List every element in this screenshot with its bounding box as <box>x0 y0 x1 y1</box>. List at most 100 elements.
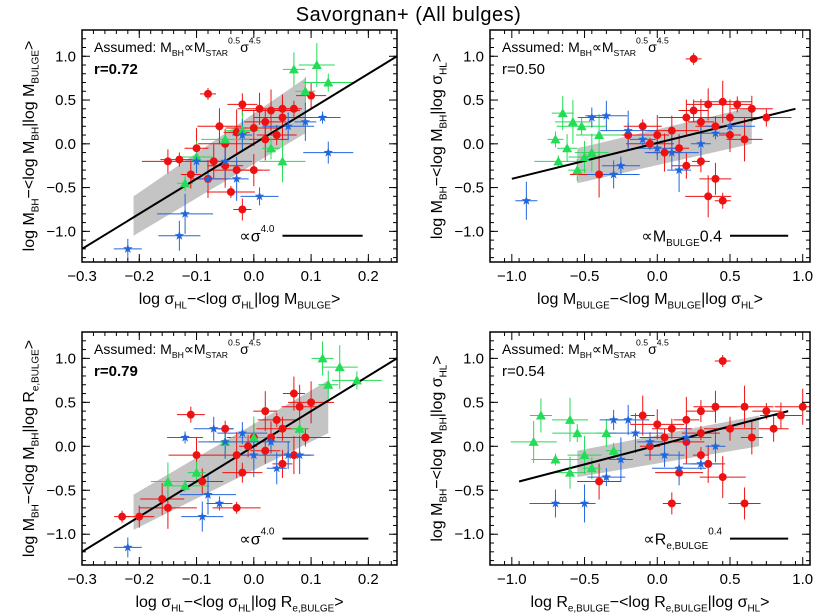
data-point-circle <box>718 473 727 482</box>
data-point-star <box>300 116 311 126</box>
data-point-circle <box>675 144 684 153</box>
data-point-triangle <box>586 463 597 473</box>
data-point-triangle <box>323 379 334 389</box>
x-tick-label: 0.1 <box>301 571 322 588</box>
data-point-circle <box>595 170 604 179</box>
data-point-star <box>667 147 677 157</box>
data-point-circle <box>118 512 127 521</box>
data-point-circle <box>261 407 270 416</box>
data-point-circle <box>718 97 727 106</box>
data-point-triangle <box>535 410 546 420</box>
data-point-circle <box>255 104 264 113</box>
data-point-circle <box>696 117 705 126</box>
data-point-star <box>587 112 597 122</box>
data-point-circle <box>204 89 212 98</box>
slope-label: ∝σ4.0 <box>239 224 275 246</box>
data-point-triangle <box>579 450 590 460</box>
y-tick-label: −0.5 <box>46 482 76 499</box>
data-point-circle <box>704 459 713 468</box>
x-tick-label: −0.2 <box>124 571 154 588</box>
data-point-circle <box>278 424 287 433</box>
data-point-circle <box>267 106 275 115</box>
data-point-circle <box>272 131 281 140</box>
data-point-circle <box>163 503 172 512</box>
data-point-circle <box>726 424 734 433</box>
correlation-label: r=0.79 <box>94 363 138 380</box>
data-point-circle <box>221 424 230 433</box>
confidence-band <box>133 78 306 236</box>
data-point-star <box>710 441 721 451</box>
data-point-circle <box>733 100 742 109</box>
data-point-triangle <box>576 121 587 131</box>
data-point-circle <box>667 499 676 508</box>
y-tick-label: 1.0 <box>463 350 484 367</box>
data-point-circle <box>667 126 676 135</box>
y-tick-label: −0.5 <box>454 482 484 499</box>
data-point-star <box>696 138 706 148</box>
data-point-circle <box>638 122 647 131</box>
x-tick-label: 0.5 <box>720 268 741 285</box>
data-point-circle <box>261 117 270 126</box>
data-point-circle <box>769 424 778 433</box>
y-tick-label: 0.5 <box>55 92 76 109</box>
data-point-circle <box>689 54 698 63</box>
y-axis-label-group: log MBH​−<log MBH​|log MBULGE​> <box>21 41 41 252</box>
data-point-triangle <box>180 480 191 490</box>
y-axis-label: log MBH​−<log MBH​|log σHL​> <box>429 355 449 541</box>
data-point-star <box>123 542 133 552</box>
data-point-circle <box>740 402 749 411</box>
x-tick-label: 0.2 <box>358 571 379 588</box>
data-point-circle <box>653 420 662 429</box>
data-point-circle <box>711 122 720 131</box>
data-point-triangle <box>248 432 259 442</box>
x-tick-label: 0.0 <box>647 571 668 588</box>
y-tick-label: 1.0 <box>55 350 76 367</box>
data-point-circle <box>232 451 241 460</box>
assumed-relation-label: Assumed: MBH​∝MSTAR​0.5​σ4.5 <box>94 337 261 360</box>
y-tick-label: 1.0 <box>463 48 484 65</box>
data-point-triangle <box>162 476 173 486</box>
data-point-star <box>214 498 225 508</box>
plot-area <box>82 43 397 259</box>
data-point-circle <box>186 410 195 419</box>
data-point-circle <box>261 135 270 144</box>
data-point-triangle <box>565 467 575 477</box>
x-tick-label: −0.2 <box>124 268 154 285</box>
data-point-triangle <box>237 125 248 135</box>
data-point-circle <box>660 148 669 157</box>
data-point-star <box>209 423 219 433</box>
data-point-circle <box>192 144 201 153</box>
data-point-triangle <box>572 428 583 438</box>
correlation-label: r=0.50 <box>502 61 545 78</box>
data-point-triangle <box>300 86 311 96</box>
data-point-circle <box>740 499 749 508</box>
data-point-star <box>623 414 633 424</box>
data-point-circle <box>762 113 771 122</box>
data-point-circle <box>226 187 235 196</box>
data-point-star <box>630 428 641 438</box>
y-axis-label-group: log MBH​−<log MBH​|log Re,BULGE​> <box>21 340 41 557</box>
data-point-circle <box>660 433 669 442</box>
x-axis-label: log MBULGE​−<log MBULGE​|log σHL​> <box>537 291 763 311</box>
data-point-star <box>674 165 684 175</box>
data-point-star <box>616 454 626 464</box>
data-point-circle <box>704 100 713 109</box>
x-tick-label: −0.1 <box>182 268 212 285</box>
data-point-circle <box>238 205 247 214</box>
data-point-triangle <box>191 467 202 477</box>
x-tick-label: −1.0 <box>497 571 527 588</box>
data-point-star <box>231 173 242 183</box>
data-point-triangle <box>311 60 322 70</box>
data-point-triangle <box>294 423 305 433</box>
data-point-star <box>323 147 333 157</box>
data-point-triangle <box>562 143 573 153</box>
x-tick-label: 1.0 <box>792 571 813 588</box>
data-point-star <box>317 112 328 122</box>
y-axis-label-group: log MBH​−<log MBH​|log σHL​> <box>429 53 449 239</box>
fit-line <box>82 55 397 250</box>
data-point-star <box>249 450 259 460</box>
data-point-circle <box>238 468 247 477</box>
y-tick-label: 0.5 <box>55 394 76 411</box>
y-axis-label-group: log MBH​−<log MBH​|log σHL​> <box>429 355 449 541</box>
